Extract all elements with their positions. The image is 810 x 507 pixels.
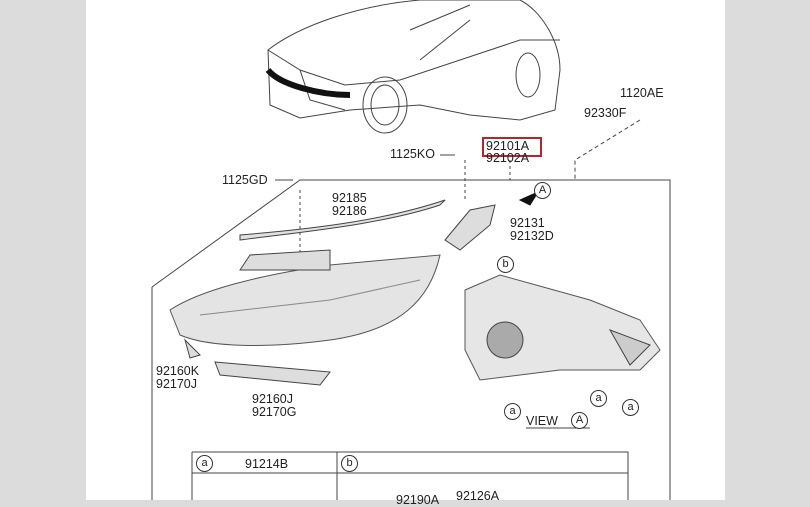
assembly-frame (151, 179, 671, 500)
headlamp-assembly (169, 199, 496, 346)
part-label[interactable]: 92131 (510, 216, 545, 230)
view-callout-A: A (571, 412, 588, 429)
headlamp-rear-view (464, 274, 661, 381)
part-label[interactable]: 1120AE (620, 86, 664, 100)
part-label[interactable]: 92132D (510, 229, 554, 243)
callout-A: A (534, 182, 551, 199)
table-key-a: a (196, 455, 213, 472)
table-part-a[interactable]: 91214B (245, 457, 289, 471)
part-label[interactable]: 92160J (252, 392, 294, 406)
part-label[interactable]: 92102A (486, 151, 530, 165)
part-label[interactable]: 92185 (332, 191, 367, 205)
part-label[interactable]: 1125KO (390, 147, 435, 161)
parts-table (191, 451, 629, 500)
table-part-b[interactable]: 92126A (456, 489, 500, 503)
table-part-b[interactable]: 92190A (396, 493, 440, 507)
part-label[interactable]: 1125GD (222, 173, 268, 187)
table-key-b: b (341, 455, 358, 472)
callout-a: a (622, 399, 639, 416)
part-label[interactable]: 92186 (332, 204, 367, 218)
callout-a: a (504, 403, 521, 420)
callout-a: a (590, 390, 607, 407)
part-label[interactable]: 92170G (252, 405, 297, 419)
view-label: VIEW (526, 414, 558, 428)
part-label-highlighted[interactable]: 92101A (486, 139, 530, 153)
callout-b: b (497, 256, 514, 273)
highlight-box (482, 137, 542, 157)
part-label[interactable]: 92160K (156, 364, 200, 378)
part-label[interactable]: 92170J (156, 377, 198, 391)
part-label[interactable]: 92330F (584, 106, 627, 120)
car-illustration (265, 0, 561, 134)
